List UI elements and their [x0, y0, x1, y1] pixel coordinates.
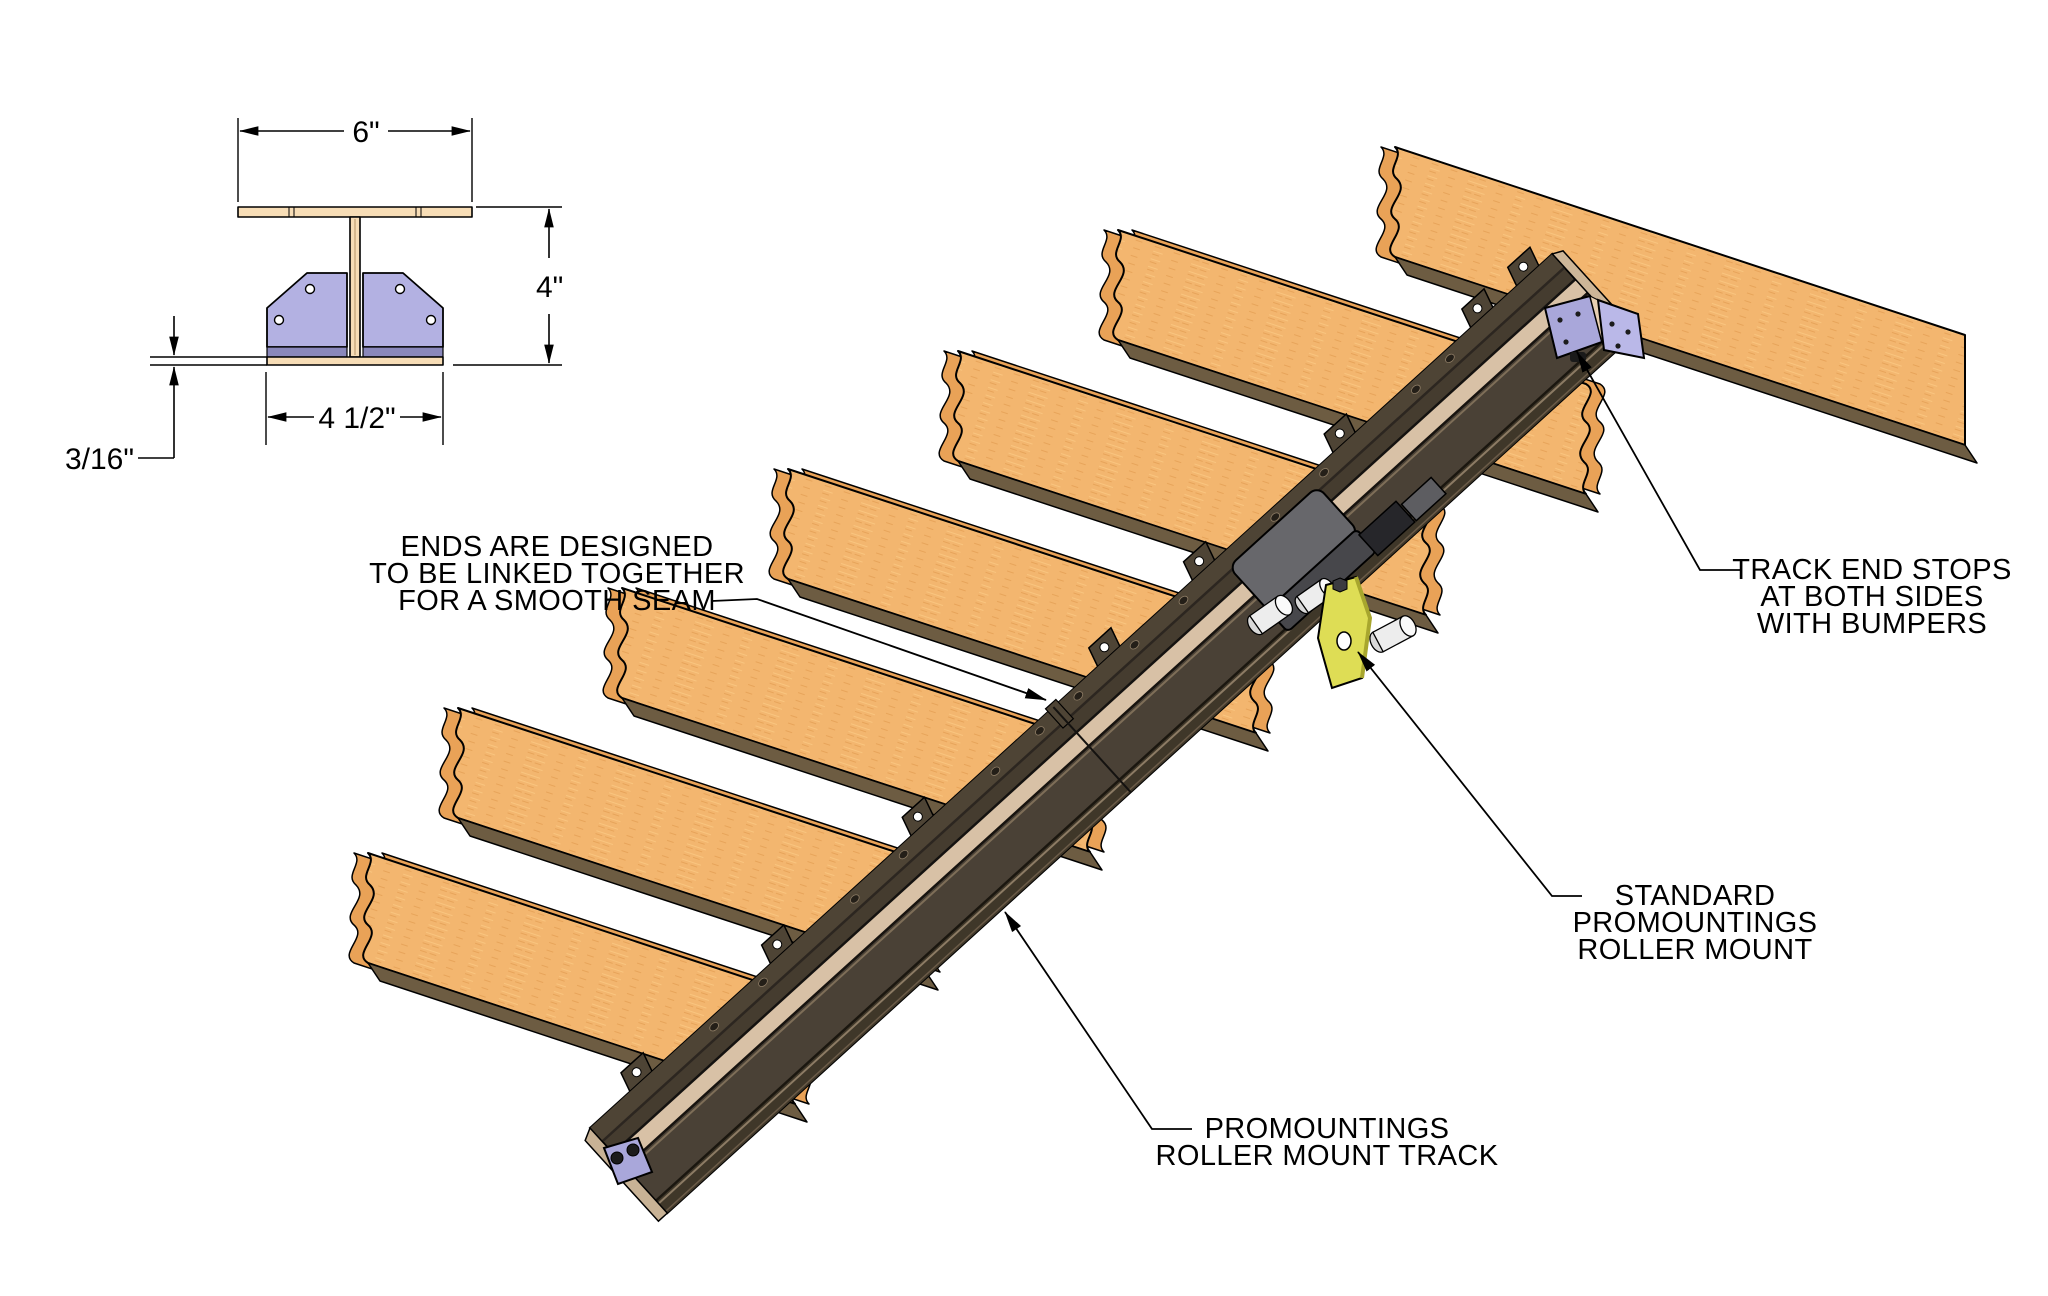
- hex-nut: [1332, 577, 1348, 593]
- screw-hole: [394, 283, 406, 295]
- end-stop-bottom: [602, 1136, 654, 1186]
- extension-lines: [150, 118, 562, 445]
- track-screw-holes: [709, 353, 1455, 1032]
- leader-seam: [711, 598, 1047, 701]
- callout-roller-mount-line1: STANDARD: [1615, 880, 1776, 912]
- track-far-flange: [656, 327, 1630, 1214]
- screw-hole: [273, 314, 285, 326]
- flange-seam-ticks: [288, 207, 422, 217]
- dim-label-4half-in: 4 1/2": [318, 402, 395, 435]
- gusset-bracket-right: [362, 272, 444, 348]
- dimension-3-16in: 3/16": [65, 316, 179, 476]
- track-channel: [613, 280, 1587, 1167]
- bumper: [610, 1151, 624, 1165]
- callout-roller-mount-line3: ROLLER MOUNT: [1577, 934, 1812, 966]
- dimension-6in: 6": [239, 116, 471, 149]
- callout-end-stops-line1: TRACK END STOPS: [1732, 554, 2011, 586]
- leader-track: [1004, 911, 1192, 1130]
- mount-plate-gray: [1400, 476, 1447, 522]
- track-side-wall: [626, 293, 1618, 1200]
- dimension-4half-in: 4 1/2": [267, 402, 442, 435]
- bumper: [626, 1143, 640, 1157]
- gusset-right-shade: [362, 346, 444, 358]
- callout-seam-line3: FOR A SMOOTH SEAM: [398, 585, 716, 617]
- screw-hole: [425, 314, 437, 326]
- leader-lines: [711, 351, 1740, 1130]
- dim-label-4in: 4": [536, 271, 563, 304]
- callout-seam-line2: TO BE LINKED TOGETHER: [369, 558, 745, 590]
- gusset-left-shade: [266, 346, 348, 358]
- leader-end-stops: [1576, 351, 1740, 571]
- callout-track: PROMOUNTINGS ROLLER MOUNT TRACK: [1156, 1113, 1499, 1172]
- roller-mount-track: [584, 245, 1639, 1223]
- cross-section-detail: 6" 4" 4 1/2" 3/16": [65, 116, 563, 476]
- dim-label-3-16in: 3/16": [65, 443, 134, 476]
- seam-joint: [1044, 698, 1132, 793]
- callout-seam-line1: ENDS ARE DESIGNED: [401, 531, 714, 563]
- mount-bracket-dark: [1357, 500, 1416, 557]
- roller-cylinder: [1246, 594, 1294, 636]
- callout-seam: ENDS ARE DESIGNED TO BE LINKED TOGETHER …: [369, 531, 745, 617]
- screw-hole: [304, 283, 316, 295]
- callout-end-stops-line2: AT BOTH SIDES: [1760, 581, 1983, 613]
- callout-end-stops: TRACK END STOPS AT BOTH SIDES WITH BUMPE…: [1732, 554, 2011, 640]
- profile-top-flange: [237, 206, 473, 218]
- callout-roller-mount-line2: PROMOUNTINGS: [1573, 907, 1818, 939]
- leader-roller-mount: [1357, 651, 1582, 897]
- profile-bottom-flange: [266, 356, 444, 366]
- callout-track-line1: PROMOUNTINGS: [1205, 1113, 1450, 1145]
- dim-label-6in: 6": [352, 116, 379, 149]
- gusset-bracket-left: [266, 272, 348, 348]
- roller-mount-yellow-plate: [1316, 575, 1373, 690]
- callout-end-stops-line3: WITH BUMPERS: [1757, 608, 1987, 640]
- roller-cylinder: [1369, 615, 1417, 653]
- end-stop-top: [1543, 294, 1646, 362]
- bracket-holes: [1557, 311, 1631, 349]
- plate-hole: [1336, 631, 1352, 651]
- callout-roller-mount: STANDARD PROMOUNTINGS ROLLER MOUNT: [1573, 880, 1818, 966]
- dimension-4in: 4": [536, 208, 563, 364]
- callout-track-line2: ROLLER MOUNT TRACK: [1156, 1140, 1499, 1172]
- roller-mount: [1246, 575, 1417, 690]
